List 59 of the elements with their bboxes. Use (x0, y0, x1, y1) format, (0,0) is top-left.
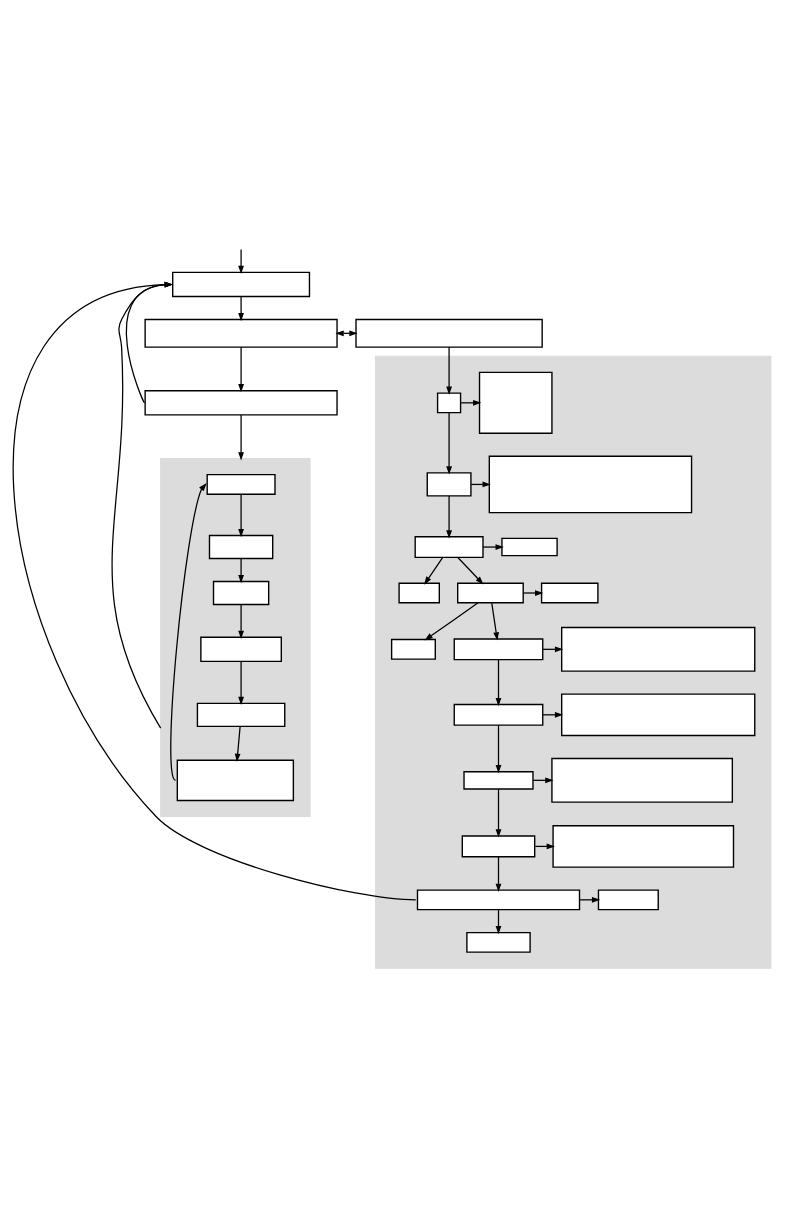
arrow (238, 660, 244, 705)
arrow (234, 725, 241, 762)
arrow (495, 724, 502, 773)
arrow (491, 601, 499, 641)
node-box (355, 318, 543, 348)
node-box (436, 391, 462, 413)
node-box (144, 389, 338, 416)
arrow (238, 413, 244, 460)
arrow (446, 411, 452, 475)
arrow (238, 345, 244, 392)
arrow (424, 556, 444, 585)
node-box (416, 888, 581, 910)
arrow (238, 295, 244, 321)
node-box (540, 582, 599, 603)
node-box (453, 703, 544, 726)
node-box (172, 271, 311, 297)
node-box (463, 770, 534, 790)
node-box (453, 637, 544, 660)
node-box (552, 824, 735, 868)
node-box (176, 759, 295, 801)
node-box (561, 626, 756, 672)
arrow (446, 345, 452, 395)
arrow (446, 494, 452, 539)
cluster (374, 355, 772, 969)
node-box (597, 888, 659, 910)
arrow (495, 855, 502, 892)
arrow (238, 248, 244, 274)
node-box (398, 582, 440, 603)
node-box (206, 473, 276, 495)
arrow (457, 556, 484, 585)
arrow (482, 543, 504, 550)
node-box (457, 582, 524, 603)
node-box (466, 931, 531, 953)
arrow (424, 601, 479, 640)
node-box (426, 471, 472, 497)
arrow (495, 788, 502, 838)
arrow (238, 557, 244, 583)
node-box (212, 580, 270, 605)
node-box (501, 537, 558, 556)
node-box (551, 757, 734, 803)
node-box (414, 535, 484, 558)
arrow (13, 281, 417, 900)
node-box (461, 834, 536, 857)
node-box (561, 692, 756, 736)
node-box (488, 455, 693, 513)
node-box (478, 371, 553, 434)
arrow (238, 603, 244, 639)
node-box (390, 638, 436, 660)
arrow (111, 281, 173, 729)
arrow (495, 658, 502, 706)
cluster (160, 457, 311, 817)
node-box (200, 636, 282, 662)
arrow (522, 589, 544, 596)
node-box (208, 534, 274, 559)
node-box (196, 702, 286, 727)
arrow (125, 281, 173, 403)
arrow (170, 482, 207, 781)
node-box (144, 318, 338, 348)
arrow (238, 493, 244, 537)
